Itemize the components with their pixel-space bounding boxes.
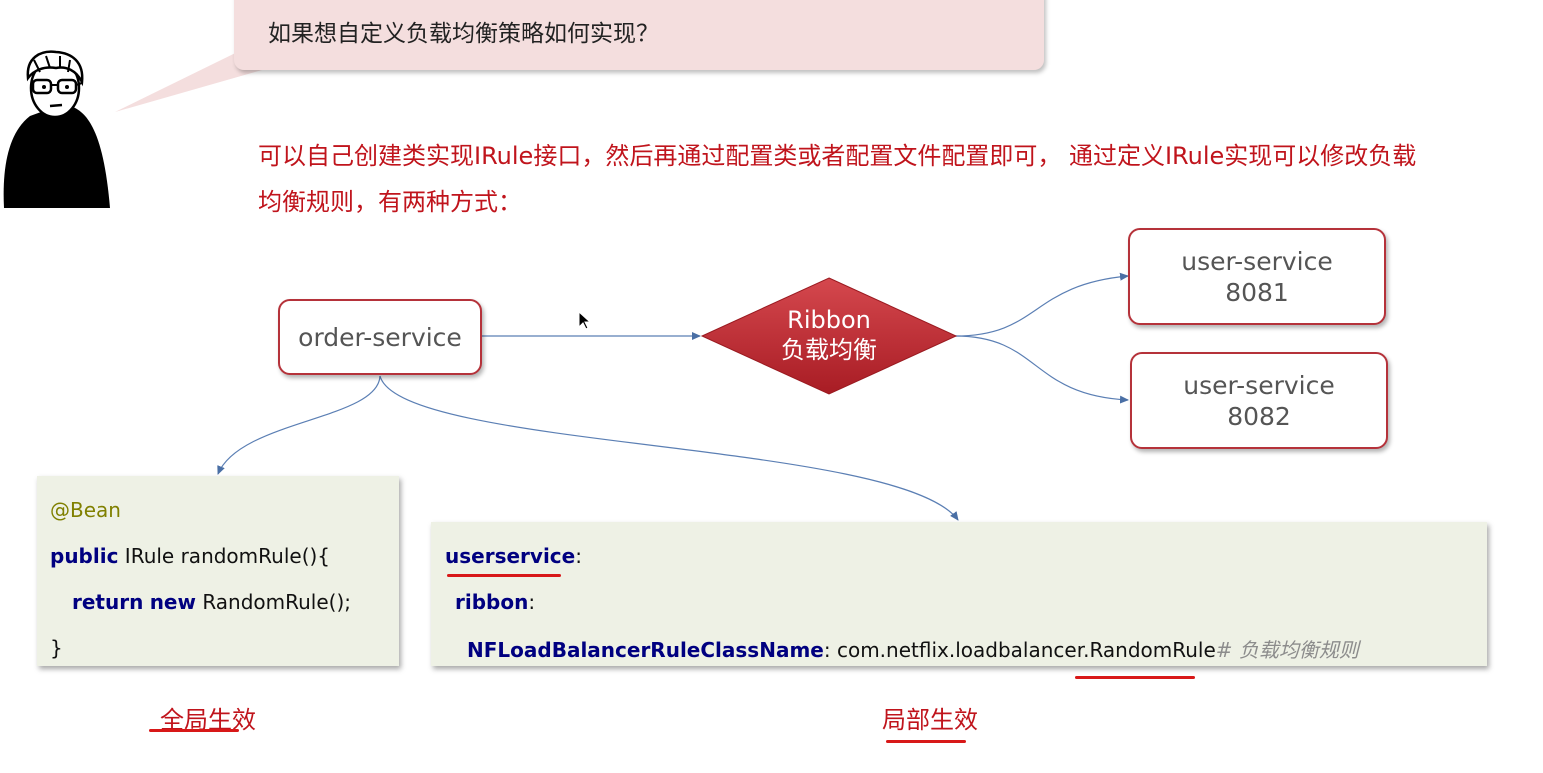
ribbon-title: Ribbon — [787, 306, 871, 334]
underline-global-label — [149, 729, 239, 732]
user-service-name: user-service — [1183, 370, 1335, 400]
question-text: 如果想自定义负载均衡策略如何实现？ — [268, 21, 659, 47]
global-config-code-block: @Bean public IRule randomRule(){ return … — [37, 476, 399, 666]
user-service-port: 8081 — [1225, 277, 1289, 307]
mouse-cursor-icon — [578, 311, 592, 330]
local-config-code-block: userservice: ribbon: NFLoadBalancerRuleC… — [431, 522, 1487, 666]
code-return-statement: return new RandomRule(); — [72, 590, 352, 614]
speech-bubble-tail — [115, 40, 262, 112]
code-annotation: @Bean — [50, 498, 121, 522]
order-service-label: order-service — [298, 322, 462, 352]
code-method-signature: public IRule randomRule(){ — [50, 544, 331, 568]
ribbon-subtitle: 负载均衡 — [781, 336, 877, 364]
yaml-key-rule-classname: NFLoadBalancerRuleClassName: com.netflix… — [467, 638, 1359, 662]
local-scope-label: 局部生效 — [882, 706, 978, 734]
thinking-person-icon — [3, 50, 110, 208]
underline-userservice — [447, 574, 561, 577]
yaml-key-ribbon: ribbon: — [455, 590, 536, 614]
arrow-order-to-global — [217, 375, 381, 475]
speech-bubble — [234, 0, 1044, 70]
order-service-node: order-service — [278, 299, 482, 375]
code-close-brace: } — [50, 636, 63, 660]
ribbon-diamond — [700, 277, 958, 395]
arrow-order-to-local — [379, 375, 959, 521]
underline-local-label — [886, 740, 966, 743]
answer-line-1: 可以自己创建类实现IRule接口，然后再通过配置类或者配置文件配置即可， 通过定… — [258, 142, 1417, 170]
user-service-8082-node: user-service 8082 — [1130, 352, 1388, 449]
arrow-ribbon-to-8081 — [954, 272, 1129, 337]
answer-line-2: 均衡规则，有两种方式： — [258, 188, 522, 216]
yaml-key-userservice: userservice: — [445, 544, 582, 568]
arrow-ribbon-to-8082 — [954, 335, 1129, 404]
underline-randomrule — [1075, 676, 1195, 679]
user-service-name: user-service — [1181, 246, 1333, 276]
ribbon-label: Ribbon 负载均衡 — [700, 305, 958, 365]
user-service-8081-node: user-service 8081 — [1128, 228, 1386, 325]
user-service-port: 8082 — [1227, 401, 1291, 431]
